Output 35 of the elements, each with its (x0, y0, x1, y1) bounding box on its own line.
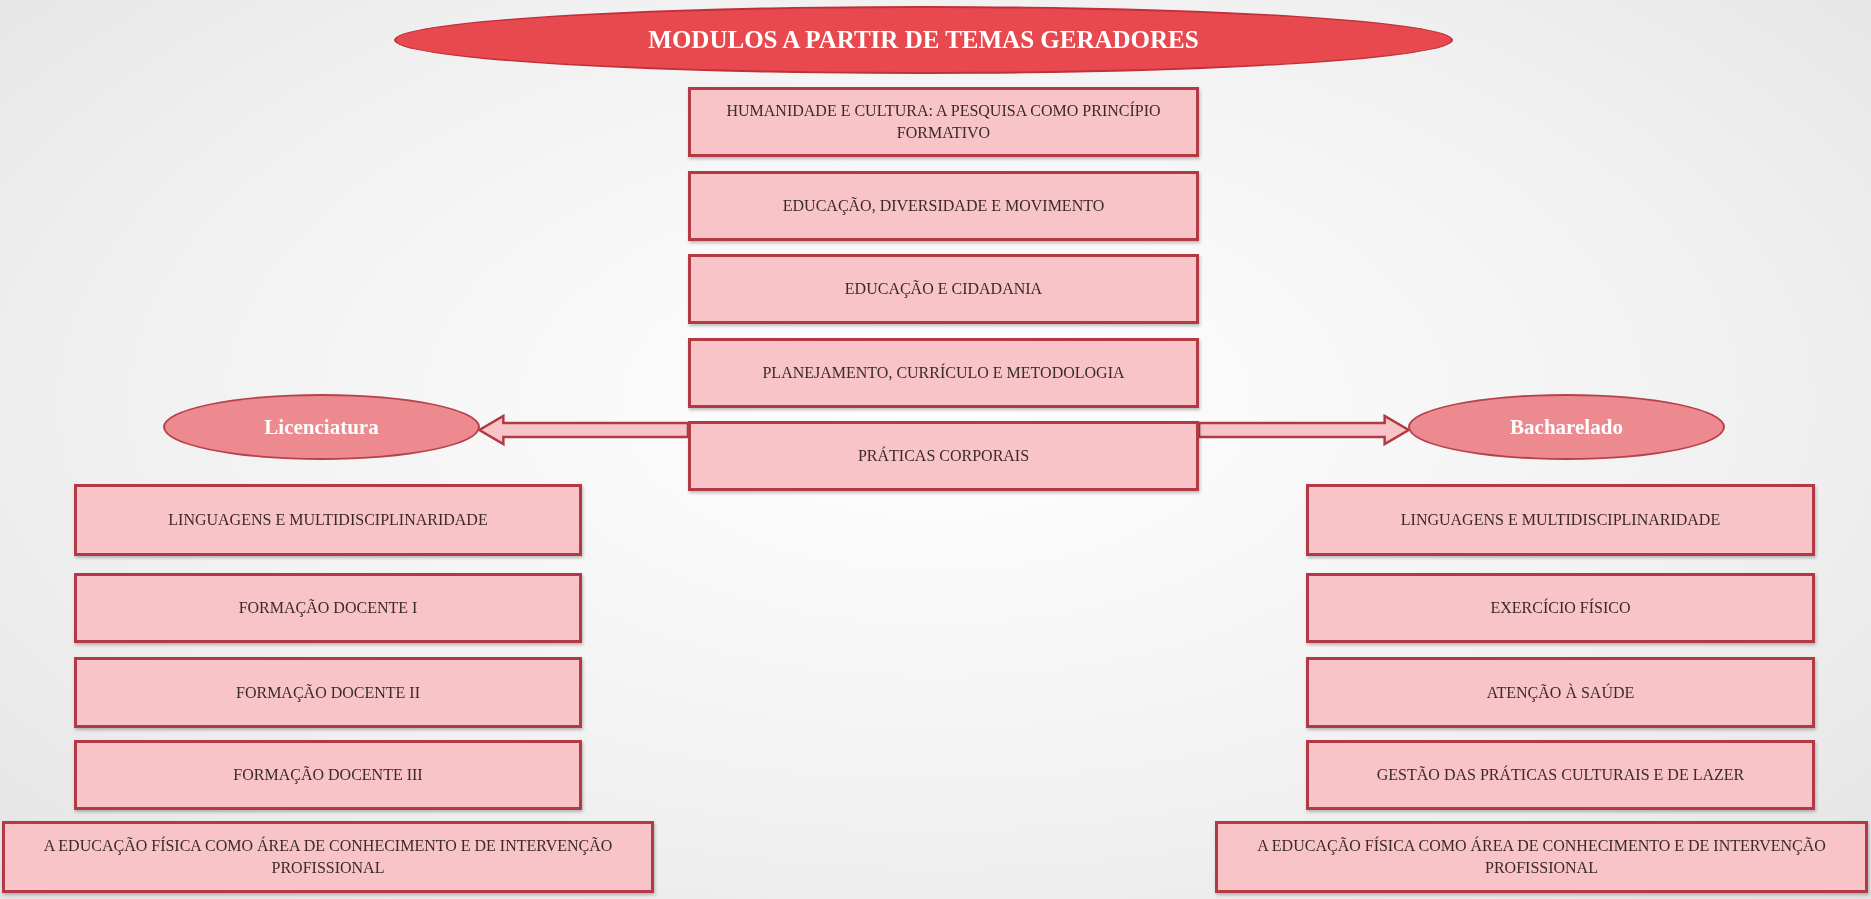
module-label: A EDUCAÇÃO FÍSICA COMO ÁREA DE CONHECIMENTO E DE INTERVENÇÃO PROFISSIONAL (1256, 835, 1827, 878)
module-box (1306, 484, 1815, 556)
module-label: GESTÃO DAS PRÁTICAS CULTURAIS E DE LAZER (1376, 764, 1745, 786)
module-label: EDUCAÇÃO, DIVERSIDADE E MOVIMENTO (782, 196, 1105, 217)
block-arrow (1197, 413, 1412, 447)
module-box (2, 821, 654, 893)
module-box (1215, 821, 1868, 893)
module-box (688, 254, 1199, 324)
module-box (74, 484, 582, 556)
module-label: HUMANIDADE E CULTURA: A PESQUISA COMO PRINCÍPIO FORMATIVO (725, 100, 1162, 143)
module-label: FORMAÇÃO DOCENTE I (238, 598, 418, 619)
module-box (74, 657, 582, 728)
module-label: EXERCÍCIO FÍSICO (1490, 597, 1631, 619)
module-box (74, 573, 582, 643)
module-label: EDUCAÇÃO E CIDADANIA (844, 279, 1043, 300)
module-box (1306, 657, 1815, 728)
module-box (688, 171, 1199, 241)
module-label: LINGUAGENS E MULTIDISCIPLINARIDADE (168, 510, 488, 531)
module-label: PRÁTICAS CORPORAIS (857, 445, 1030, 467)
heading-text: MODULOS A PARTIR DE TEMAS GERADORES (648, 25, 1199, 55)
module-label: A EDUCAÇÃO FÍSICA COMO ÁREA DE CONHECIMENTO E DE INTERVENÇÃO PROFISSIONAL (42, 835, 614, 878)
module-label: ATENÇÃO À SAÚDE (1486, 682, 1635, 704)
module-box (1306, 573, 1815, 643)
module-box (688, 87, 1199, 157)
module-label: FORMAÇÃO DOCENTE II (236, 682, 420, 704)
module-box (688, 338, 1199, 408)
module-label: FORMAÇÃO DOCENTE III (233, 765, 423, 786)
module-label: LINGUAGENS E MULTIDISCIPLINARIDADE (1400, 510, 1721, 531)
module-box (74, 740, 582, 810)
module-label: PLANEJAMENTO, CURRÍCULO E METODOLOGIA (762, 362, 1125, 384)
heading-text: Licenciatura (264, 414, 379, 440)
module-box (688, 421, 1199, 491)
heading-text: Bacharelado (1510, 414, 1623, 440)
block-arrow (476, 413, 690, 447)
module-box (1306, 740, 1815, 810)
